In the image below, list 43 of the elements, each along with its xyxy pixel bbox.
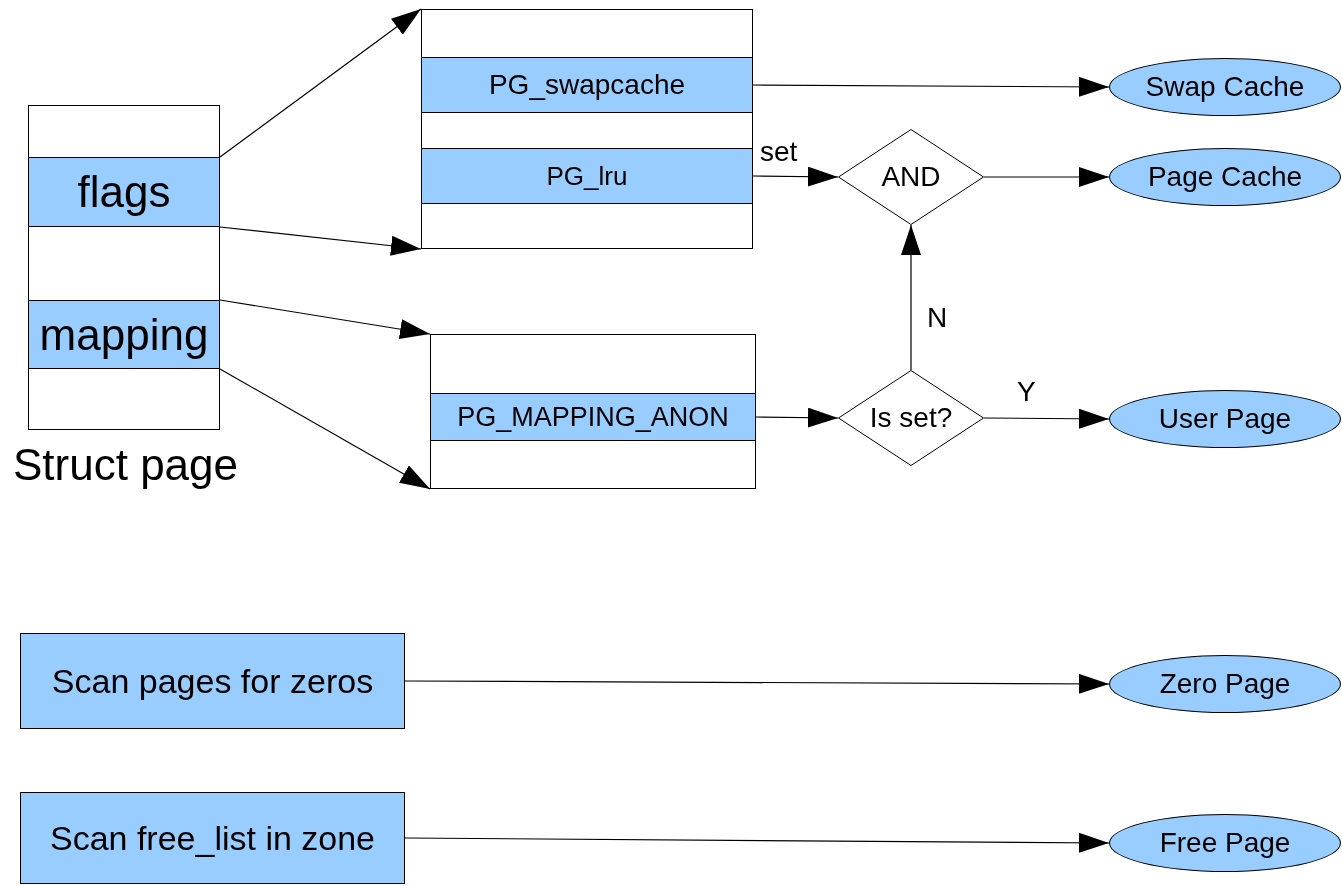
field-band: [28, 300, 220, 369]
arrow: [901, 224, 921, 371]
process-box: [20, 792, 405, 884]
field-band: [421, 148, 753, 204]
node-label: Scan free_list in zone: [49, 821, 376, 855]
arrow: [983, 167, 1110, 187]
arrow: [983, 408, 1110, 429]
arrow: [752, 76, 1110, 97]
process-box: [20, 633, 405, 729]
result-ellipse: [1109, 58, 1341, 116]
result-ellipse: [1109, 814, 1341, 872]
result-ellipse: [1109, 655, 1341, 713]
arrow: [404, 673, 1110, 694]
node-label: Page Cache: [1147, 163, 1303, 191]
arrow: [219, 299, 431, 340]
node-label: Swap Cache: [1145, 73, 1305, 101]
node-label: Scan pages for zeros: [51, 664, 374, 698]
node-label: AND: [881, 163, 941, 191]
field-band: [421, 57, 753, 113]
arrow: [219, 226, 422, 256]
node-label: PG_MAPPING_ANON: [457, 403, 729, 431]
field-band: [430, 393, 756, 441]
box-heading: Struct page: [13, 443, 239, 487]
decision-diamond: [838, 370, 984, 466]
result-ellipse: [1109, 148, 1341, 206]
node-label: Zero Page: [1159, 670, 1291, 698]
node-label: Is set?: [869, 404, 953, 432]
node-label: flags: [77, 170, 171, 214]
node-label: Free Page: [1159, 829, 1291, 857]
field-band: [28, 157, 220, 227]
node-label: User Page: [1158, 405, 1292, 433]
flags-box: [421, 9, 753, 249]
arrow: [755, 407, 839, 428]
arrow: [752, 166, 839, 187]
arrow: [404, 832, 1110, 853]
flags-box: [430, 334, 756, 489]
node-label: mapping: [39, 312, 209, 357]
result-ellipse: [1109, 390, 1341, 448]
arrow: [219, 368, 431, 490]
node-label: PG_swapcache: [488, 71, 686, 99]
arrow: [219, 8, 422, 158]
node-label: PG_lru: [546, 163, 628, 189]
decision-diamond: [838, 129, 984, 225]
